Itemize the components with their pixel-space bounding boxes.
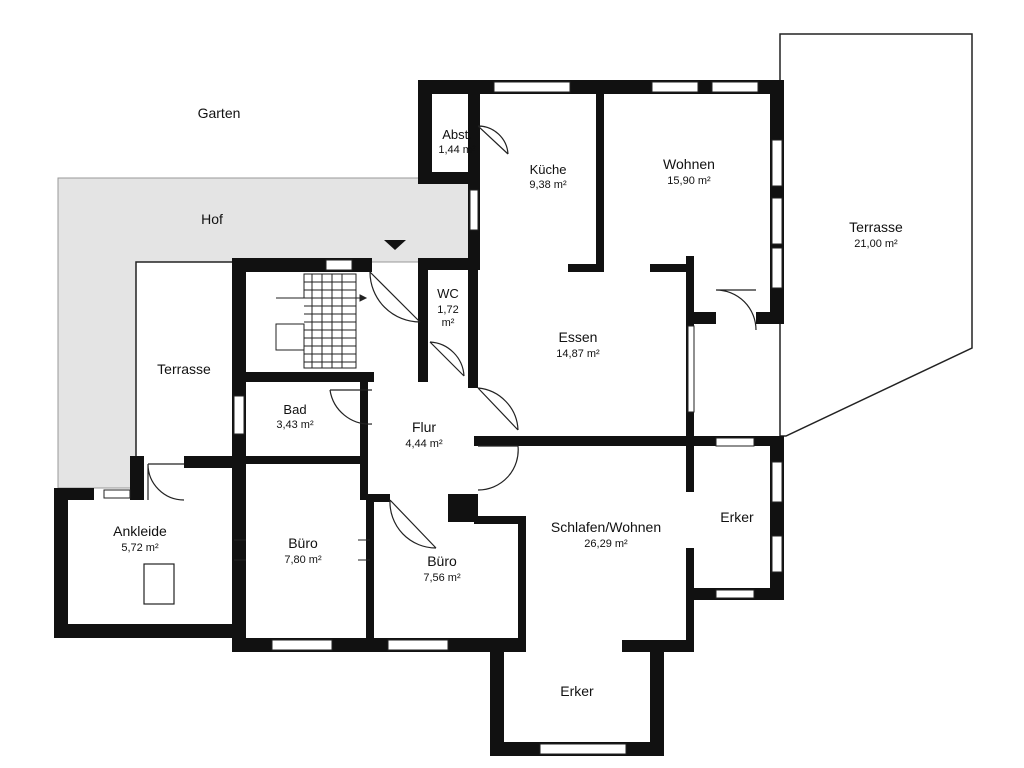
windows xyxy=(103,81,783,755)
wohnen-label: Wohnen xyxy=(663,156,715,172)
abst-label: Abst. xyxy=(442,127,472,142)
door-swings xyxy=(147,125,757,549)
buero-mid-area: 7,56 m² xyxy=(423,572,461,584)
bad-label: Bad xyxy=(283,402,306,417)
schlafen-label: Schlafen/Wohnen xyxy=(551,519,661,535)
buero-left-label: Büro xyxy=(288,535,318,551)
staircase-icon xyxy=(275,273,368,369)
abst-area: 1,44 m² xyxy=(438,144,476,156)
wc-area-line2: m² xyxy=(442,317,455,329)
garten-label: Garten xyxy=(198,105,241,121)
wc-area-line1: 1,72 xyxy=(437,304,458,316)
terrasse-right-area: 21,00 m² xyxy=(854,238,898,250)
schlafen-area: 26,29 m² xyxy=(584,538,628,550)
terrasse-right-outline xyxy=(779,33,973,437)
essen-label: Essen xyxy=(559,329,598,345)
wohnen-area: 15,90 m² xyxy=(667,175,711,187)
sliding-door-marks xyxy=(234,539,370,561)
flur-area: 4,44 m² xyxy=(405,438,443,450)
buero-left-area: 7,80 m² xyxy=(284,554,322,566)
bad-area: 3,43 m² xyxy=(276,419,314,431)
terrasse-left-label: Terrasse xyxy=(157,361,211,377)
flur-label: Flur xyxy=(412,419,436,435)
buero-mid-label: Büro xyxy=(427,553,457,569)
terrasse-right-label: Terrasse xyxy=(849,219,903,235)
kueche-area: 9,38 m² xyxy=(529,179,567,191)
erker-right-label: Erker xyxy=(720,509,754,525)
hof-label: Hof xyxy=(201,211,223,227)
kueche-label: Küche xyxy=(530,162,567,177)
wc-label: WC xyxy=(437,286,459,301)
ankleide-label: Ankleide xyxy=(113,523,167,539)
essen-area: 14,87 m² xyxy=(556,348,600,360)
entrance-arrow-icon xyxy=(384,240,406,250)
ankleide-fixture xyxy=(143,563,175,605)
ankleide-area: 5,72 m² xyxy=(121,542,159,554)
erker-bottom-label: Erker xyxy=(560,683,594,699)
terrasse-left-outline xyxy=(135,261,236,488)
